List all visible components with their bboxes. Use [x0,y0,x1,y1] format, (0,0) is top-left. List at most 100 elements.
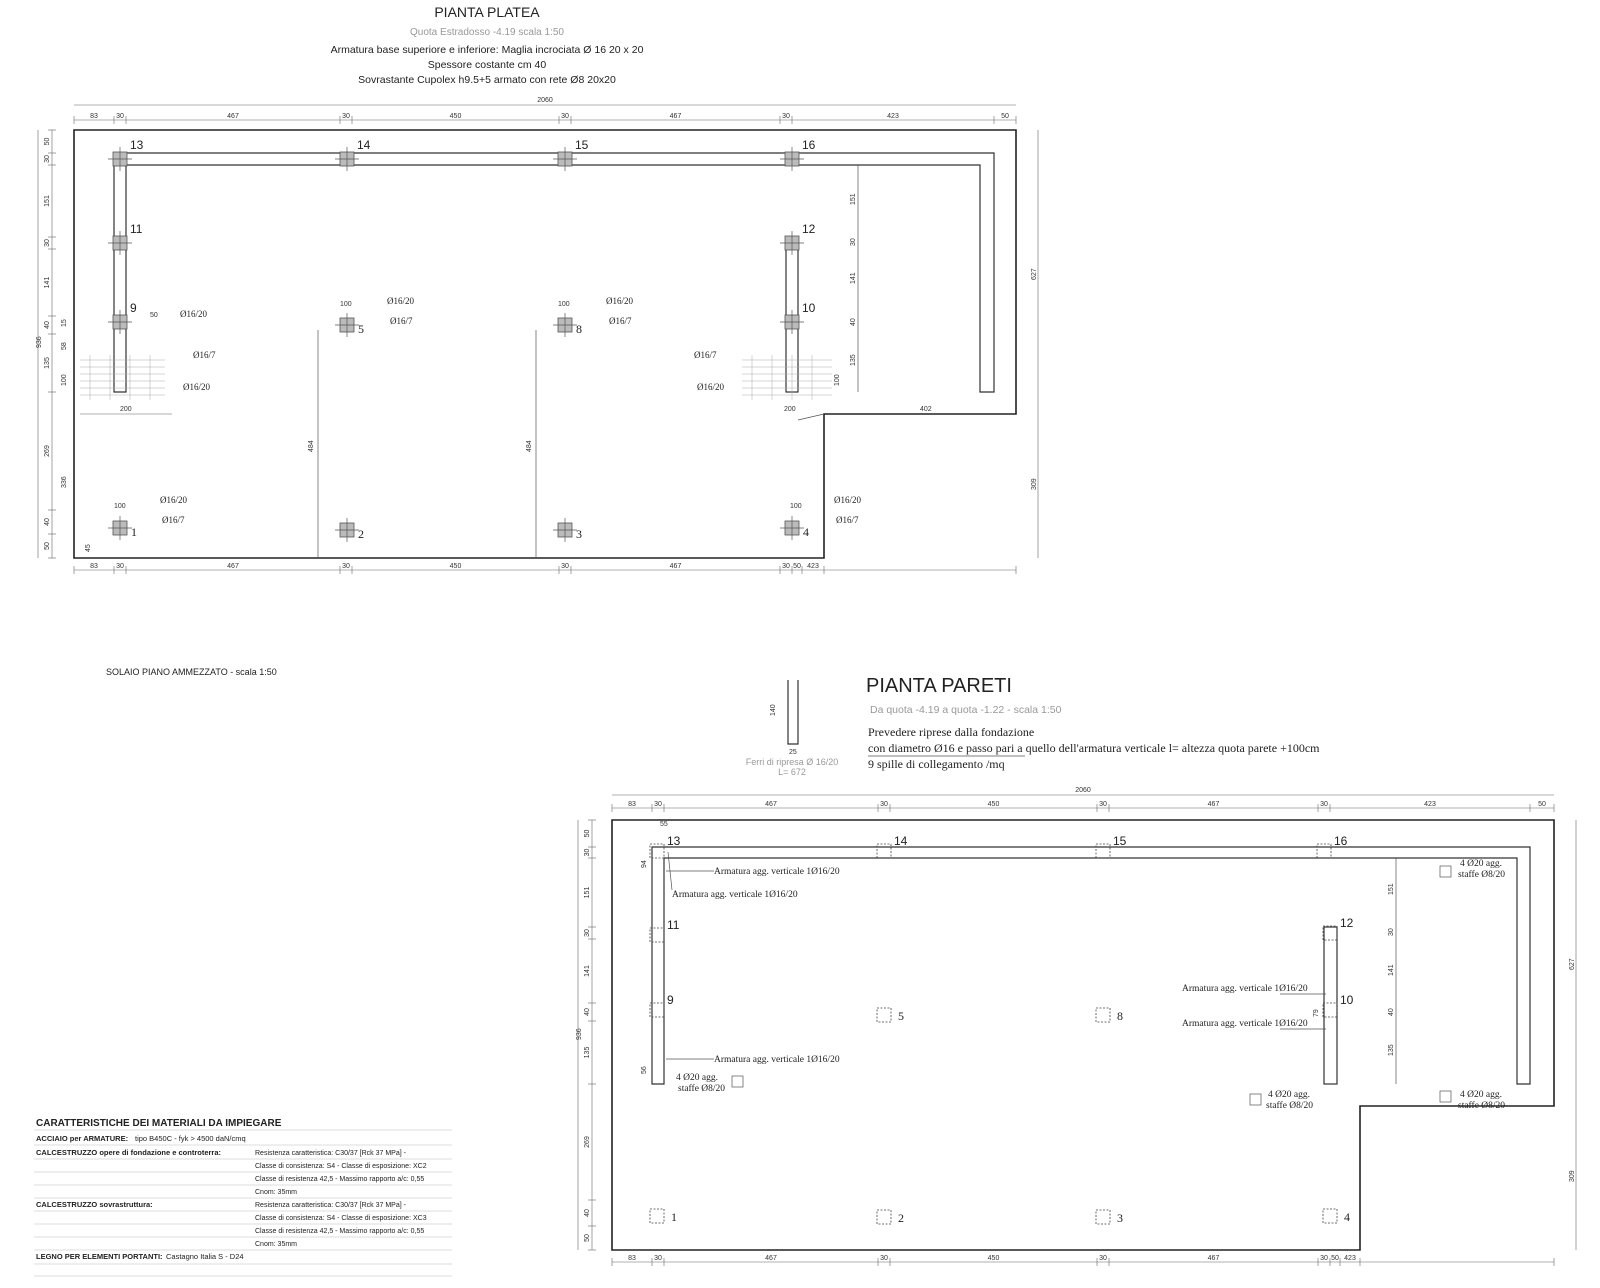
platea-dim-label: 200 [120,406,132,413]
dim-label: 450 [988,801,1000,808]
platea-rebar-hatch-left [80,355,165,400]
platea-dim-label: 58 [61,342,68,350]
dim-label: 467 [227,563,239,570]
platea-rebar-label: Ø16/20 [834,495,862,505]
platea-note-2: Spessore costante cm 40 [428,59,547,71]
pillar-label: 12 [802,222,816,236]
platea-right-dim: 627 [1031,268,1038,280]
platea-title: PIANTA PLATEA [434,4,540,20]
pareti-pillar-label: 9 [667,993,674,1007]
pillar-label: 9 [130,301,137,315]
platea-rebar-label: Ø16/20 [160,495,188,505]
dim-label: 83 [90,113,98,120]
pareti-pillar-15 [1095,843,1111,859]
pareti-pillar-label: 10 [1340,993,1354,1007]
pillar-label: 5 [358,322,364,336]
platea-dim-label: 100 [340,301,352,308]
pareti-right-dim: 627 [1569,958,1576,970]
dim-label: 30 [561,563,569,570]
staffe-symbol [1439,865,1452,878]
pareti-pillar-10 [1322,1002,1338,1018]
staffe-label: staffe Ø8/20 [1458,1100,1505,1111]
pareti-inner-dim: 151 [1388,883,1395,895]
pillar-label: 1 [131,525,137,539]
staffe-symbol [731,1075,744,1088]
platea-dim-label: 100 [790,503,802,510]
dim-label: 40 [44,321,51,329]
platea-dim-label: 200 [784,406,796,413]
dim-label: 467 [765,1255,777,1262]
ferri-dim: 25 [789,749,797,756]
dim-label: 467 [670,563,682,570]
dim-label: 50 [1331,1255,1339,1262]
pareti-note-2: con diametro Ø16 e passo pari a quello d… [868,741,1320,755]
platea-dim-label: 151 [850,193,857,205]
pareti-title: PIANTA PARETI [866,675,1012,697]
platea-rebar-label: Ø16/20 [606,296,634,306]
materials-table: CARATTERISTICHE DEI MATERIALI DA IMPIEGA… [34,1118,452,1277]
pareti-right-dim: 309 [1569,1170,1576,1182]
platea-rebar-label: Ø16/20 [387,296,415,306]
dim-label: 151 [44,195,51,207]
solaio-label: SOLAIO PIANO AMMEZZATO - scala 1:50 [106,667,277,677]
staffe-label: 4 Ø20 agg. [1268,1090,1310,1100]
pillar-label: 10 [802,301,816,315]
pareti-pillar-16 [1316,843,1332,859]
cls-fond-row: Classe di resistenza 42,5 - Massimo rapp… [255,1176,424,1183]
platea-plan: PIANTA PLATEA Quota Estradosso -4.19 sca… [36,4,1039,574]
platea-dim-label: 141 [850,272,857,284]
platea-right-dim: 309 [1031,478,1038,490]
pareti-left-total: 936 [576,1028,583,1040]
cls-sovr-row: Classe di consistenza: S4 - Classe di es… [255,1215,427,1222]
pareti-wall-outline [651,846,1531,1085]
pareti-pillar-8 [1095,1007,1111,1023]
materials-title: CARATTERISTICHE DEI MATERIALI DA IMPIEGA… [36,1118,282,1129]
pillar-label: 8 [576,322,582,336]
pareti-pillar-label: 13 [667,834,681,848]
pareti-annotation: Armatura agg. verticale 1Ø16/20 [672,890,798,900]
pillar-label: 16 [802,138,816,152]
pareti-pillar-label: 12 [1340,916,1354,930]
dim-label: 50 [1001,113,1009,120]
dim-label: 40 [584,1209,591,1217]
dim-label: 30 [584,929,591,937]
pareti-pillar-12 [1322,925,1338,941]
dim-label: 30 [1099,1255,1107,1262]
platea-rebar-label: Ø16/7 [162,515,185,525]
dim-label: 40 [44,518,51,526]
pareti-pillar-label: 4 [1344,1210,1350,1224]
staffe-symbol [1439,1090,1452,1103]
dim-label: 423 [807,563,819,570]
platea-rebar-label: Ø16/7 [694,350,717,360]
pareti-inner-dim: 56 [641,1066,648,1074]
pareti-inner-dim: 94 [641,860,648,868]
dim-label: 467 [1208,801,1220,808]
dim-label: 423 [1424,801,1436,808]
pareti-inner-dim: 79 [1313,1009,1320,1017]
pareti-pillar-11 [649,927,665,943]
acciaio-label: ACCIAIO per ARMATURE: [36,1134,128,1143]
pareti-total-dim: 2060 [1075,787,1091,794]
dim-label: 30 [561,113,569,120]
platea-dim-label: 100 [558,301,570,308]
pareti-annotation: Armatura agg. verticale 1Ø16/20 [714,867,840,877]
platea-rebar-label: Ø16/7 [390,316,413,326]
pareti-annotation: Armatura agg. verticale 1Ø16/20 [1182,1019,1308,1029]
pareti-pillar-label: 14 [894,834,908,848]
platea-step-line [797,413,825,421]
pareti-subtitle: Da quota -4.19 a quota -1.22 - scala 1:5… [870,704,1062,716]
platea-note-1: Armatura base superiore e inferiore: Mag… [331,44,644,56]
dim-label: 141 [584,965,591,977]
platea-dim-label: 484 [308,440,315,452]
platea-rebar-hatch-right [742,355,832,400]
platea-rebar-label: Ø16/20 [697,382,725,392]
ferri-dim: 140 [770,704,777,716]
dim-label: 423 [887,113,899,120]
platea-subtitle: Quota Estradosso -4.19 scala 1:50 [410,27,564,38]
platea-wall-outline [113,152,995,393]
